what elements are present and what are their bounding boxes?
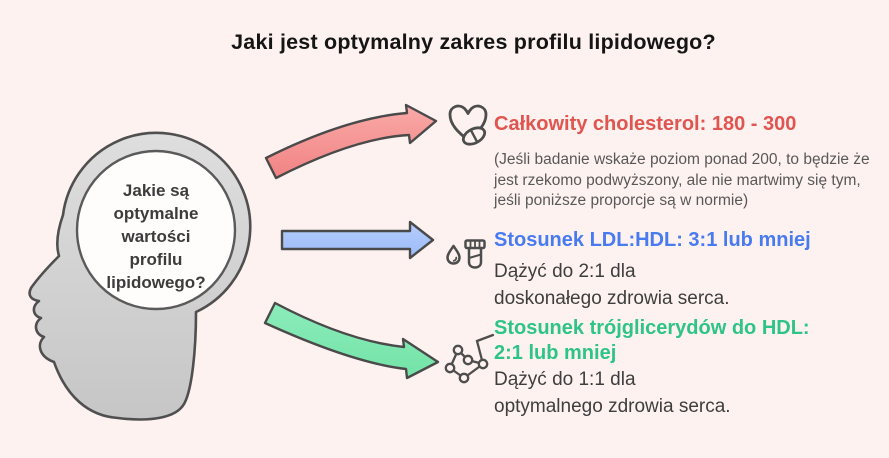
molecule-icon [444, 333, 495, 384]
arrow-red-icon [264, 103, 438, 180]
triglycerides-heading: Stosunek trójglicerydów do HDL: 2:1 lub … [494, 317, 810, 364]
cholesterol-note: (Jeśli badanie wskaże poziom ponad 200, … [494, 151, 870, 209]
triglycerides-row [438, 332, 498, 388]
cholesterol-heading: Całkowity cholesterol: 180 - 300 [494, 113, 797, 135]
arrow-blue-icon [280, 220, 435, 260]
cholesterol-row [444, 99, 492, 147]
thought-circle [75, 149, 237, 311]
heart-pill-icon [448, 104, 488, 146]
ldl-hdl-heading: Stosunek LDL:HDL: 3:1 lub mniej [494, 229, 811, 251]
blood-test-icon [446, 239, 486, 269]
page-title: Jaki jest optymalny zakres profilu lipid… [231, 30, 716, 54]
ldl-hdl-row [443, 221, 491, 269]
head-question: Jakie są optymalne wartości profilu lipi… [106, 181, 206, 292]
head-figure [28, 131, 252, 421]
triglycerides-note: Dążyć do 1:1 dla optymalnego zdrowia ser… [494, 369, 731, 417]
arrow-green-icon [263, 301, 440, 380]
ldl-hdl-note: Dążyć do 2:1 dla doskonałego zdrowia ser… [494, 261, 730, 309]
